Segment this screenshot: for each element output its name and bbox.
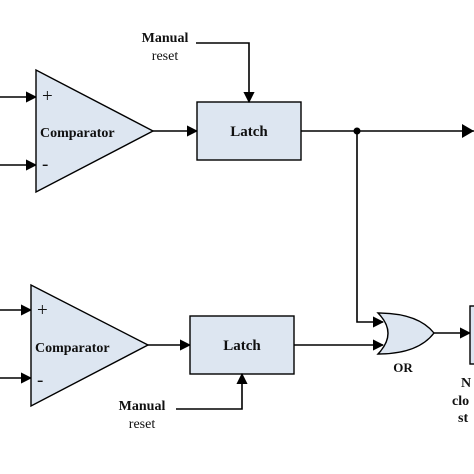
bottom-latch [189, 315, 295, 375]
output-block-text-line1: N [461, 376, 471, 391]
bottom-manual-reset-line2: reset [129, 417, 156, 432]
output-block-text-line3: st [458, 411, 468, 426]
bottom-channel: + - Comparator Latch Manual reset [0, 283, 385, 432]
top-comparator-plus-sign: + [42, 86, 53, 107]
top-manual-reset-line2: reset [152, 49, 179, 64]
bottom-manual-reset-line1: Manual [119, 399, 166, 414]
top-latch [196, 101, 302, 161]
output-block-group: N clo st [452, 305, 474, 426]
top-to-or-wire [356, 131, 385, 328]
output-block-text-line2: clo [452, 394, 469, 409]
or-gate-group: OR [376, 312, 472, 375]
top-comparator [35, 68, 155, 194]
or-gate [376, 312, 435, 355]
top-comparator-minus-sign: - [42, 154, 48, 175]
top-channel: + - Comparator Latch Manual reset [0, 31, 474, 328]
top-output-arrowhead [462, 124, 474, 138]
bottom-manual-reset-wire [176, 372, 248, 410]
bottom-comparator-label: Comparator [35, 341, 110, 356]
bottom-comparator-plus-sign: + [37, 300, 48, 321]
bottom-comparator-minus-sign: - [37, 370, 43, 391]
top-latch-label: Latch [230, 124, 268, 140]
or-gate-label: OR [393, 360, 413, 375]
top-comparator-label: Comparator [40, 126, 115, 141]
top-manual-reset-wire [196, 42, 255, 104]
bottom-latch-label: Latch [223, 338, 261, 354]
output-block [469, 305, 474, 365]
top-manual-reset-line1: Manual [142, 31, 189, 46]
bottom-comparator [30, 283, 150, 408]
